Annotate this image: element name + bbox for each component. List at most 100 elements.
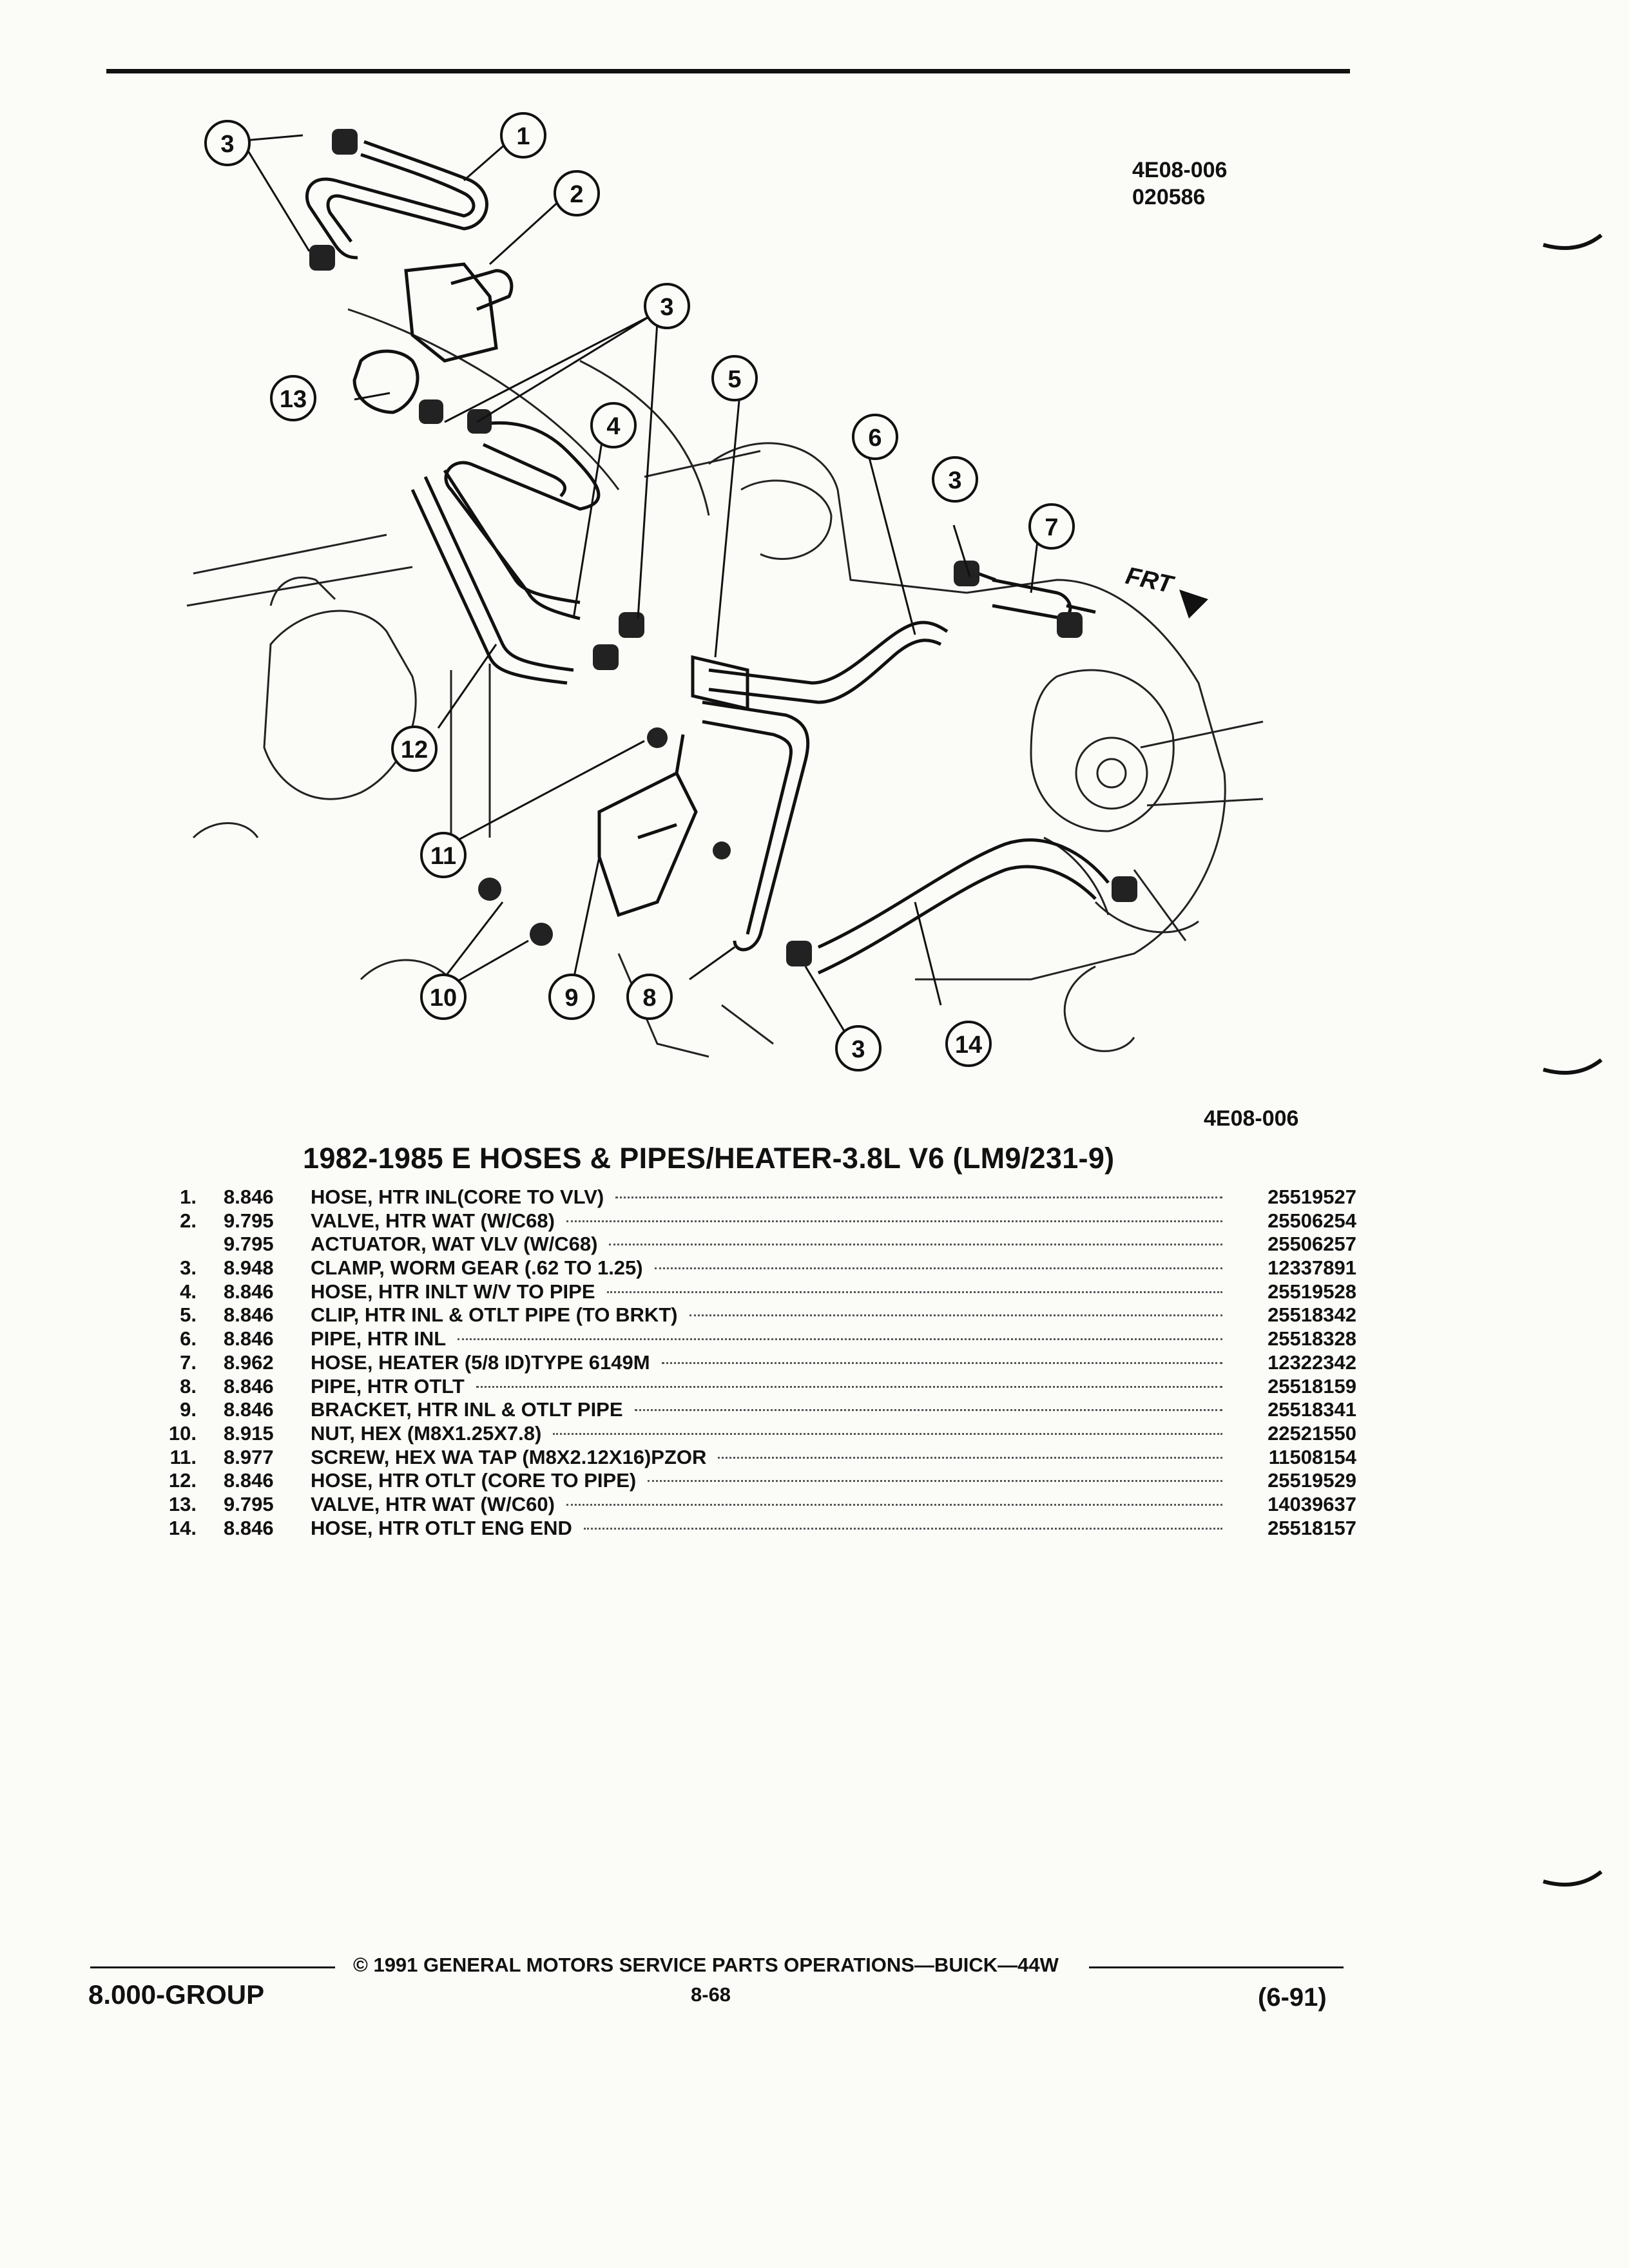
dot-leader — [648, 1480, 1222, 1483]
pipe-8 — [702, 700, 810, 952]
part-item-number: 10. — [168, 1421, 197, 1445]
part-group-number: 9.795 — [224, 1233, 274, 1256]
page-number: 8-68 — [691, 1983, 731, 2006]
part-group-number: 8.846 — [224, 1303, 274, 1327]
callout-12-circle — [391, 726, 438, 772]
dot-leader — [458, 1338, 1222, 1341]
front-arrow-icon — [1179, 590, 1208, 619]
part-item-number: 14. — [168, 1516, 197, 1539]
top-rule — [106, 69, 1350, 73]
part-description: ACTUATOR, WAT VLV (W/C68) — [311, 1233, 597, 1256]
clip-5 — [691, 655, 749, 711]
part-number: 25506254 — [1268, 1209, 1356, 1232]
callout-13-circle — [270, 375, 316, 421]
diagram-reference-code: 4E08-006 020586 — [1132, 157, 1227, 211]
callout-8: 8 — [642, 985, 656, 1012]
edge-mark-bottom — [1543, 1870, 1603, 1887]
diagram-ref-line2: 020586 — [1132, 185, 1206, 209]
part-name: HOSE — [311, 1350, 367, 1374]
part-name: HOSE — [311, 1516, 367, 1539]
pipe-6 — [708, 620, 949, 704]
part-detail: , HTR WAT (W/C68) — [374, 1209, 555, 1232]
part-number: 25518159 — [1268, 1374, 1356, 1398]
edge-mark-middle — [1543, 1058, 1603, 1075]
part-item-number: 12. — [168, 1469, 197, 1492]
part-name: PIPE — [311, 1374, 356, 1398]
footer-group: 8.000-GROUP — [88, 1979, 265, 2010]
footer-rule-right — [1089, 1966, 1344, 1968]
part-description: CLIP, HTR INL & OTLT PIPE (TO BRKT) — [311, 1303, 678, 1327]
hose-7 — [959, 565, 1096, 620]
nut-icon — [478, 878, 501, 901]
part-description: SCREW, HEX WA TAP (M8X2.12X16)PZOR — [311, 1446, 706, 1469]
parts-diagram: 1 2 3 3 3 3 3 4 5 6 7 8 9 10 11 12 13 14… — [186, 112, 1264, 1072]
part-number: 25518328 — [1268, 1327, 1356, 1350]
hose-4 — [443, 421, 601, 620]
callout-7-circle — [1028, 503, 1075, 550]
callout-3a: 3 — [220, 131, 234, 158]
hose-12 — [410, 476, 574, 685]
callout-6-circle — [852, 414, 898, 460]
part-group-number: 8.962 — [224, 1350, 274, 1374]
part-item-number: 13. — [168, 1492, 197, 1515]
clamp-icon — [419, 399, 443, 424]
part-group-number: 9.795 — [224, 1209, 274, 1232]
part-detail: , HTR INL & OTLT PIPE — [406, 1398, 623, 1421]
callout-5: 5 — [728, 366, 741, 393]
part-group-number: 8.846 — [224, 1186, 274, 1208]
dot-leader — [609, 1244, 1222, 1246]
part-detail: , HEX WA TAP (M8X2.12X16)PZOR — [383, 1445, 707, 1468]
part-description: CLAMP, WORM GEAR (.62 TO 1.25) — [311, 1256, 643, 1280]
engine-block-outline — [708, 442, 1226, 981]
part-name: PIPE — [311, 1327, 356, 1350]
callout-3c-circle — [932, 456, 978, 503]
part-description: PIPE, HTR INL — [311, 1327, 446, 1350]
part-name: CLAMP — [311, 1256, 380, 1280]
callout-2-circle — [554, 170, 600, 216]
part-name: HOSE — [311, 1186, 367, 1208]
callout-2: 2 — [570, 181, 583, 208]
callout-3b-circle — [644, 283, 690, 329]
clamp-icon — [332, 129, 358, 155]
part-number: 25519529 — [1268, 1469, 1356, 1492]
frt-label: FRT — [1123, 562, 1177, 599]
part-name: CLIP — [311, 1303, 354, 1327]
copyright: © 1991 GENERAL MOTORS SERVICE PARTS OPER… — [353, 1954, 1059, 1976]
part-item-number: 11. — [169, 1445, 197, 1468]
engine-outline — [263, 610, 417, 800]
part-group-number: 8.846 — [224, 1516, 274, 1539]
part-group-number: 8.846 — [224, 1469, 274, 1492]
part-item-number: 1. — [180, 1186, 197, 1208]
edge-mark-top — [1543, 233, 1603, 250]
dot-leader — [718, 1456, 1222, 1459]
part-number: 22521550 — [1268, 1421, 1356, 1445]
part-item-number: 5. — [180, 1303, 197, 1327]
part-group-number: 8.846 — [224, 1374, 274, 1398]
part-number: 25519527 — [1268, 1186, 1356, 1208]
dot-leader — [661, 1361, 1222, 1364]
part-detail: , HTR WAT (W/C60) — [374, 1492, 555, 1515]
part-number: 12337891 — [1268, 1256, 1356, 1280]
clamp-icon — [619, 612, 644, 638]
part-item-number: 3. — [180, 1256, 197, 1280]
dot-leader — [615, 1196, 1222, 1198]
part-description: NUT, HEX (M8X1.25X7.8) — [311, 1422, 541, 1445]
part-detail: , HTR INL & OTLT PIPE (TO BRKT) — [353, 1303, 678, 1327]
screw-icon — [647, 727, 668, 748]
callout-5-circle — [711, 355, 758, 401]
part-group-number: 8.846 — [224, 1398, 274, 1421]
part-detail: , HTR OTLT ENG END — [367, 1516, 572, 1539]
part-name: HOSE — [311, 1469, 367, 1492]
dot-leader — [553, 1432, 1222, 1435]
callout-10: 10 — [430, 985, 457, 1012]
callout-3b: 3 — [660, 294, 673, 321]
part-detail: , HTR INLT W/V TO PIPE — [367, 1280, 595, 1303]
